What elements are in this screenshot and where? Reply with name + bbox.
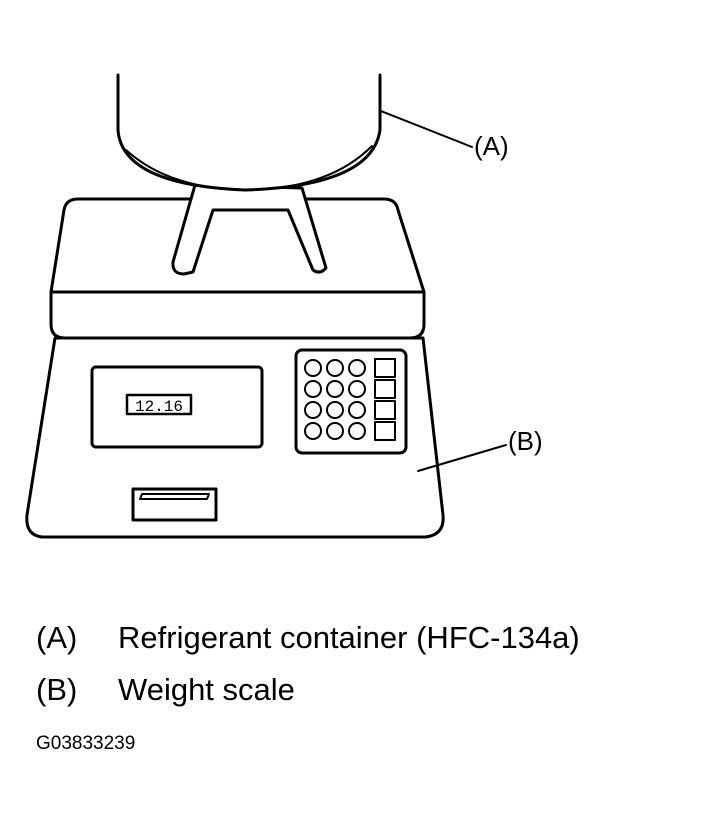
container-stand [171, 183, 328, 276]
keypad-square-button [374, 379, 396, 399]
scale-platform-top [49, 197, 426, 294]
keypad-square-button [374, 358, 396, 378]
legend-key: (B) [36, 672, 78, 707]
callout-label-a: (A) [474, 131, 509, 161]
keypad-button [326, 401, 344, 419]
scale-printer-slot-opening [139, 493, 210, 500]
figure-id: G03833239 [36, 733, 136, 754]
keypad-button [348, 401, 366, 419]
legend-text: Weight scale [118, 672, 295, 707]
callout-a-leader [380, 110, 473, 148]
keypad-button [326, 422, 344, 440]
container-cylinder [116, 73, 382, 192]
keypad-button [326, 359, 344, 377]
container-rim [125, 145, 373, 191]
diagram-illustration: 12.16 [25, 73, 507, 539]
scale-keypad-panel [294, 348, 408, 455]
keypad-button [304, 359, 322, 377]
keypad-button [348, 380, 366, 398]
callout-b-leader [417, 444, 507, 472]
refrigerant-container [116, 73, 382, 276]
callout-label-b: (B) [508, 426, 543, 456]
keypad-square-button [374, 421, 396, 441]
keypad-button [348, 359, 366, 377]
legend-text: Refrigerant container (HFC-134a) [118, 620, 580, 655]
legend: (A) Refrigerant container (HFC-134a) (B)… [36, 612, 580, 716]
keypad-button [304, 380, 322, 398]
legend-key: (A) [36, 620, 78, 655]
legend-row-a: (A) Refrigerant container (HFC-134a) [36, 612, 580, 664]
keypad-button [326, 380, 344, 398]
weight-scale: 12.16 [25, 197, 445, 539]
keypad-buttons [304, 358, 396, 441]
scale-platform-lip [49, 290, 426, 340]
legend-row-b: (B) Weight scale [36, 664, 580, 716]
keypad-button [304, 422, 322, 440]
scale-display-screen [125, 393, 193, 416]
keypad-button [304, 401, 322, 419]
scale-display-reading: 12.16 [135, 398, 183, 416]
keypad-button [348, 422, 366, 440]
keypad-square-button [374, 400, 396, 420]
